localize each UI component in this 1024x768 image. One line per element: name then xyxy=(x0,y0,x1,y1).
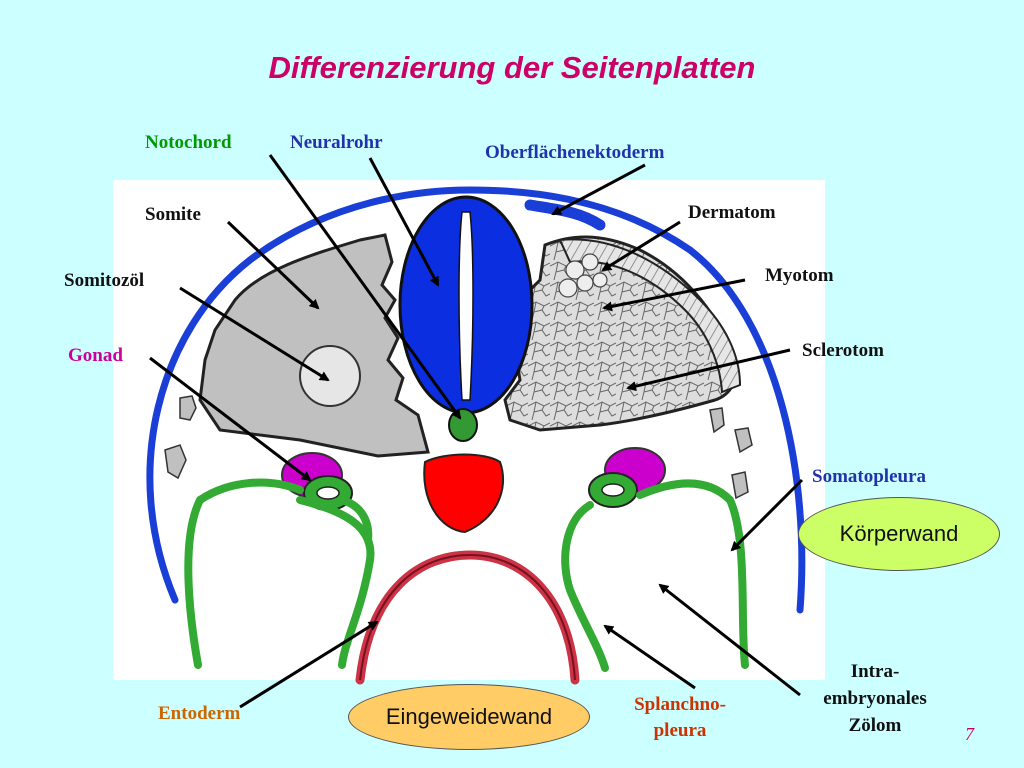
label-gonad: Gonad xyxy=(68,345,123,366)
arrow-splanchnopleura xyxy=(603,624,696,690)
splanchnopleura-left xyxy=(184,496,204,669)
label-oberflaechenektoderm: Oberflächenektoderm xyxy=(485,142,665,163)
arrow-somatopleura xyxy=(730,478,804,552)
arrow-sclerotom xyxy=(626,348,791,392)
mesenchyme-patch xyxy=(179,395,197,421)
arrow-gonad xyxy=(149,356,312,482)
label-zoelom-line3: Zölom xyxy=(848,715,902,736)
notochord xyxy=(448,408,478,442)
label-splanchnopleura-line1: Splanchno- xyxy=(634,694,726,715)
label-dermatom: Dermatom xyxy=(688,202,776,223)
arrow-dermatom xyxy=(601,220,681,272)
myotome-cells xyxy=(565,260,585,280)
arrow-notochord xyxy=(268,154,462,420)
label-myotom: Myotom xyxy=(765,265,834,286)
arrow-neuralrohr xyxy=(368,157,440,287)
arrow-somitozoel xyxy=(179,286,330,382)
somitocoel xyxy=(299,345,361,407)
label-zoelom-line2: embryonales xyxy=(823,688,927,709)
label-splanchnopleura: Splanchno- pleura xyxy=(615,692,745,744)
koerperwand-pill: Körperwand xyxy=(798,497,1000,571)
splanchnopleura-right xyxy=(726,496,749,669)
eingeweidewand-label: Eingeweidewand xyxy=(385,704,553,729)
label-neuralrohr: Neuralrohr xyxy=(290,132,383,153)
label-somite: Somite xyxy=(145,204,201,225)
surface-ectoderm-thickening xyxy=(524,199,606,231)
arrow-zoelom xyxy=(658,583,801,697)
label-splanchnopleura-line2: pleura xyxy=(653,720,707,741)
somatopleura-left xyxy=(196,478,304,504)
dermatome-myotome xyxy=(558,238,742,394)
arrow-ectoderm xyxy=(551,163,646,216)
label-zoelom: Intra- embryonales Zölom xyxy=(790,658,960,739)
page-number: 7 xyxy=(965,724,974,744)
neural-canal xyxy=(458,211,474,401)
somite-left xyxy=(198,233,430,458)
arrow-myotom xyxy=(602,278,746,312)
entoderm xyxy=(355,550,580,685)
aorta xyxy=(423,453,505,534)
label-sclerotom: Sclerotom xyxy=(802,340,884,361)
label-somatopleura: Somatopleura xyxy=(812,466,926,487)
label-notochord: Notochord xyxy=(145,132,232,153)
label-entoderm: Entoderm xyxy=(158,703,241,724)
label-zoelom-line1: Intra- xyxy=(850,661,900,682)
koerperwand-label: Körperwand xyxy=(839,521,959,546)
eingeweidewand-pill: Eingeweidewand xyxy=(348,684,590,750)
somatopleura-right xyxy=(636,479,734,504)
slide-title: Differenzierung der Seitenplatten xyxy=(268,50,756,85)
arrow-entoderm xyxy=(239,620,379,709)
arrow-somite xyxy=(226,220,320,310)
label-somitozoel: Somitozöl xyxy=(64,270,145,291)
